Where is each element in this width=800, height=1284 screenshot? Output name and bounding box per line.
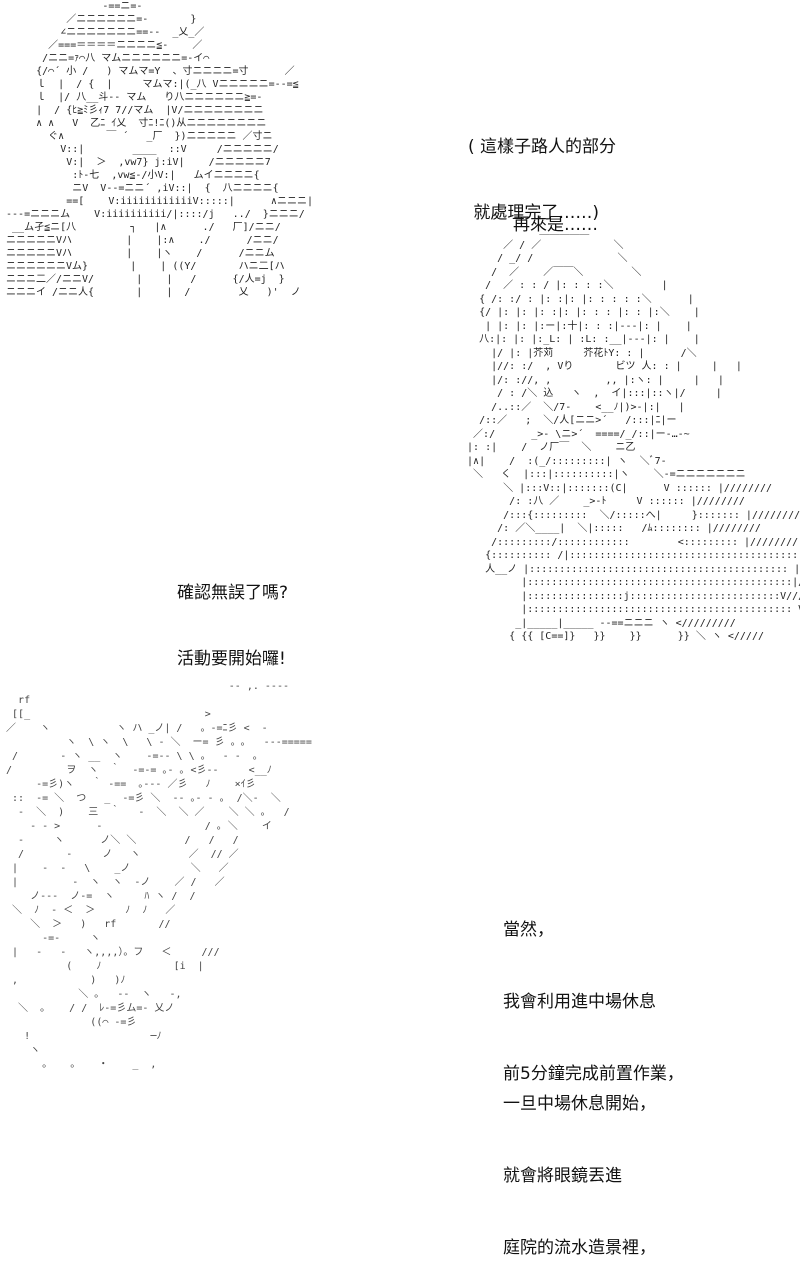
narration-next-is: 再來是……: [513, 170, 598, 258]
caption-line: 當然，: [503, 920, 554, 940]
caption-line: 一旦中場休息開始，: [503, 1094, 656, 1114]
caption-line: 確認無誤了嗎?: [177, 583, 289, 603]
ascii-art-splash-effect: ‐‐ ,. ‐‐‐‐ rf [[_ > ／ ヽ ヽ ハ _ノ| / 。‐=ﾆ彡 …: [6, 681, 312, 1070]
caption-line: ( 這樣子路人的部分: [468, 137, 617, 157]
caption-line: 庭院的流水造景裡，: [503, 1238, 656, 1258]
ascii-art-hooded-girl: ＿＿＿＿＿ ／ / ／ ＼ / _/ / ＼ / ／ ／￣￣＼ ＼ / ／ : …: [467, 226, 800, 642]
caption-line: 就會將眼鏡丟進: [503, 1166, 622, 1186]
caption-line: 我會利用進中場休息: [503, 992, 656, 1012]
narration-throw-glasses: 一旦中場休息開始， 就會將眼鏡丟進 庭院的流水造景裡，: [503, 1044, 656, 1284]
narration-roadside-done: ( 這樣子路人的部分 就處理完了……): [468, 92, 616, 246]
dialogue-confirm-start: 確認無誤了嗎? 活動要開始囉!: [177, 538, 288, 692]
caption-line: 前5分鐘完成前置作業，: [503, 1064, 684, 1084]
narration-before-intermission: 當然， 我會利用進中場休息 前5分鐘完成前置作業，: [503, 870, 684, 1110]
caption-line: 就處理完了……): [468, 203, 600, 223]
caption-line: 活動要開始囉!: [177, 649, 286, 669]
ascii-art-glasses-character: ‐==ニ=‐ ／ニニニニニニ=‐ } ∠ニニニニニニニ==‐‐ _乂_／ ／==…: [6, 1, 313, 298]
caption-line: 再來是……: [513, 215, 598, 235]
